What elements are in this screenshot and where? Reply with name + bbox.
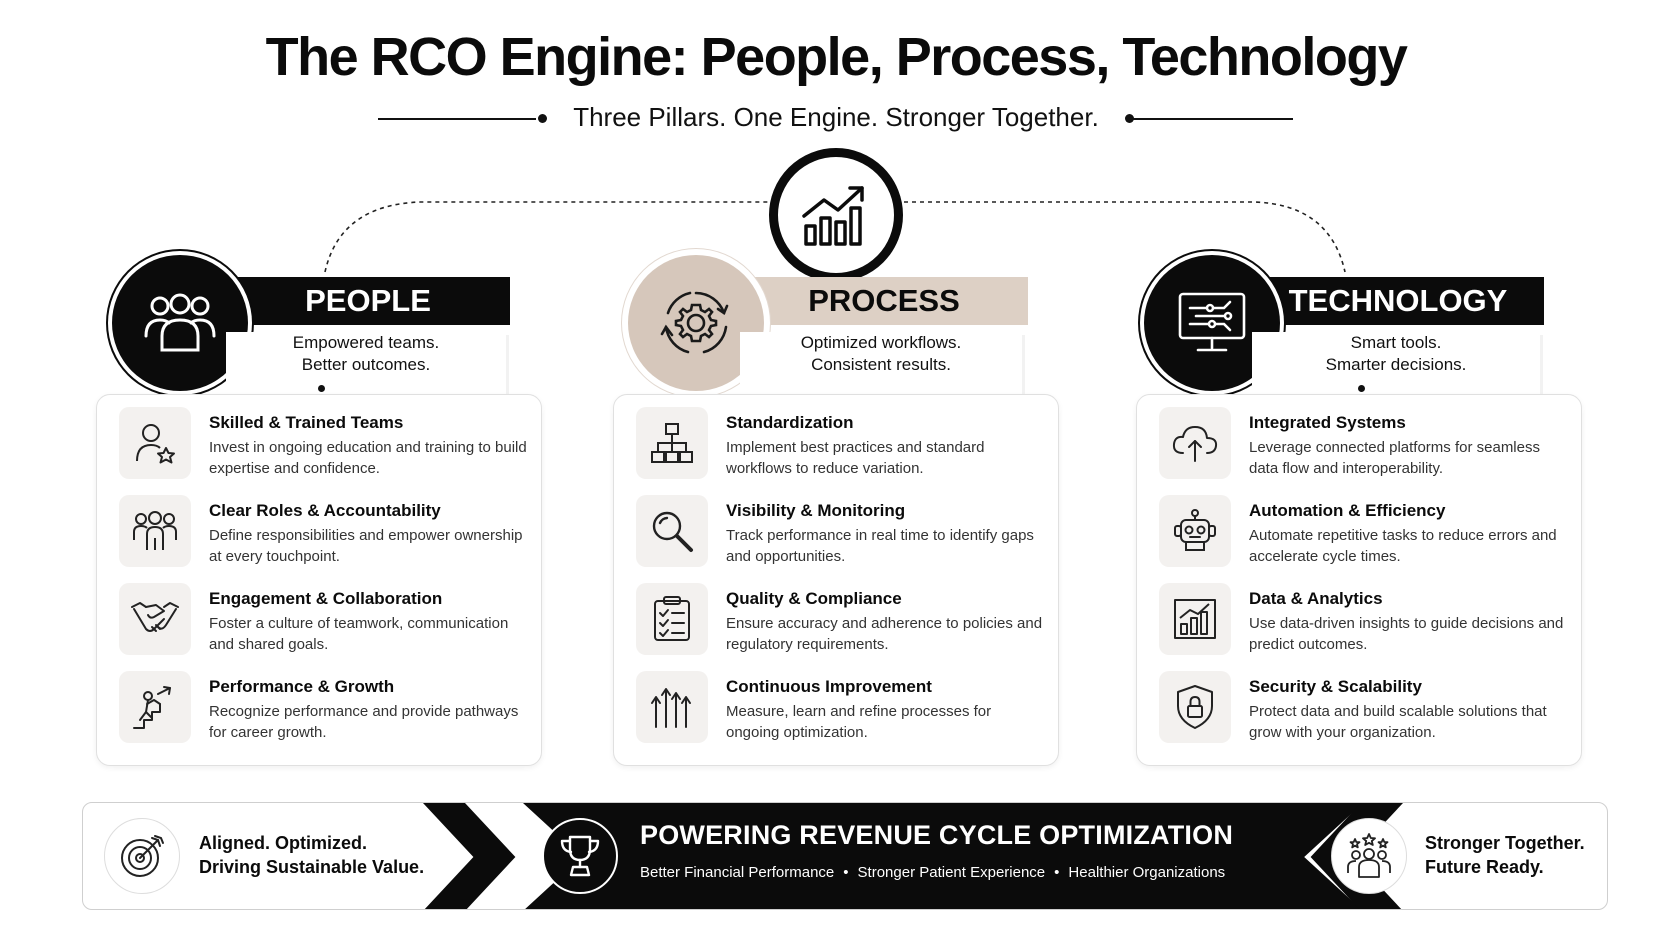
feature-title: Data & Analytics — [1249, 589, 1383, 608]
pillar-tagline-people: Empowered teams. Better outcomes. — [226, 332, 506, 376]
feature-title: Standardization — [726, 413, 854, 432]
feature-title: Skilled & Trained Teams — [209, 413, 404, 432]
subtitle-dot-left — [538, 114, 547, 123]
footer-right-text: Stronger Together. Future Ready. — [1425, 831, 1585, 879]
footer-left-text: Aligned. Optimized. Driving Sustainable … — [199, 831, 424, 879]
bullet-separator: • — [843, 864, 849, 881]
feature-desc: Leverage connected platforms for seamles… — [1249, 439, 1540, 477]
pillar-title-process: PROCESS — [808, 283, 960, 318]
target-icon — [104, 818, 180, 894]
robot-icon — [1159, 495, 1231, 567]
handshake-icon — [119, 583, 191, 655]
feature-desc: Define responsibilities and empower owne… — [209, 527, 523, 565]
tagline-line-2: Smarter decisions. — [1325, 355, 1467, 374]
footer-banner — [82, 802, 1608, 910]
feature-desc: Implement best practices and standard wo… — [726, 439, 985, 477]
stairs-growth-icon — [119, 671, 191, 743]
list-item: Integrated Systems Leverage connected pl… — [1159, 407, 1569, 483]
footer-right-line-2: Future Ready. — [1425, 857, 1544, 877]
pillar-tagline-box-people — [226, 332, 506, 396]
pillar-title-people: PEOPLE — [305, 283, 431, 318]
card-technology: Integrated Systems Leverage connected pl… — [1136, 394, 1582, 766]
list-item: Visibility & Monitoring Track performanc… — [636, 495, 1046, 571]
growth-chart-icon — [769, 148, 903, 282]
footer-center-items: Better Financial Performance • Stronger Pa… — [640, 864, 1225, 881]
feature-title: Quality & Compliance — [726, 589, 902, 608]
list-item: Continuous Improvement Measure, learn an… — [636, 671, 1046, 747]
feature-title: Security & Scalability — [1249, 677, 1422, 696]
pillar-tagline-process: Optimized workflows. Consistent results. — [740, 332, 1022, 376]
list-item: Engagement & Collaboration Foster a cult… — [119, 583, 529, 659]
shield-lock-icon — [1159, 671, 1231, 743]
list-item: Performance & Growth Recognize performan… — [119, 671, 529, 747]
list-item: Quality & Compliance Ensure accuracy and… — [636, 583, 1046, 659]
list-item: Clear Roles & Accountability Define resp… — [119, 495, 529, 571]
footer-item: Stronger Patient Experience — [857, 864, 1046, 881]
feature-title: Integrated Systems — [1249, 413, 1406, 432]
feature-desc: Track performance in real time to identi… — [726, 527, 1034, 565]
card-connector-dot — [1358, 385, 1365, 392]
feature-desc: Protect data and build scalable solution… — [1249, 703, 1547, 741]
footer-left-line-1: Aligned. Optimized. — [199, 833, 368, 853]
feature-desc: Foster a culture of teamwork, communicat… — [209, 615, 509, 653]
team-stars-icon — [1331, 818, 1407, 894]
team-icon — [119, 495, 191, 567]
user-star-icon — [119, 407, 191, 479]
feature-title: Engagement & Collaboration — [209, 589, 443, 608]
magnifier-icon — [636, 495, 708, 567]
bar-chart-icon — [1159, 583, 1231, 655]
feature-title: Performance & Growth — [209, 677, 395, 696]
footer-item: Healthier Organizations — [1068, 864, 1226, 881]
bullet-separator: • — [1054, 864, 1060, 881]
subtitle-row: Three Pillars. One Engine. Stronger Toge… — [0, 100, 1672, 136]
tagline-line-2: Consistent results. — [811, 355, 951, 374]
page-title: The RCO Engine: People, Process, Technol… — [265, 27, 1408, 87]
pillar-banner-technology: TECHNOLOGY — [1252, 277, 1544, 325]
trophy-icon — [542, 818, 618, 894]
card-process: Standardization Implement best practices… — [613, 394, 1059, 766]
list-item: Skilled & Trained Teams Invest in ongoin… — [119, 407, 529, 483]
tagline-line-1: Empowered teams. — [292, 333, 440, 352]
tagline-line-1: Smart tools. — [1350, 333, 1442, 352]
list-item: Data & Analytics Use data-driven insight… — [1159, 583, 1569, 659]
pillar-title-technology: TECHNOLOGY — [1288, 283, 1508, 318]
tagline-line-2: Better outcomes. — [301, 355, 431, 374]
subtitle-rule-right — [1133, 118, 1293, 120]
card-connector-dot — [318, 385, 325, 392]
feature-desc: Ensure accuracy and adherence to policie… — [726, 615, 1043, 653]
up-arrows-icon — [636, 671, 708, 743]
feature-desc: Recognize performance and provide pathwa… — [209, 703, 519, 741]
pillar-tagline-box-process — [740, 332, 1022, 396]
pillar-banner-people: PEOPLE — [226, 277, 510, 325]
list-item: Standardization Implement best practices… — [636, 407, 1046, 483]
feature-desc: Measure, learn and refine processes for … — [726, 703, 992, 741]
feature-desc: Invest in ongoing education and training… — [209, 439, 527, 477]
feature-desc: Automate repetitive tasks to reduce erro… — [1249, 527, 1557, 565]
feature-title: Continuous Improvement — [726, 677, 932, 696]
subtitle-dot-right — [1125, 114, 1134, 123]
footer-item: Better Financial Performance — [640, 864, 835, 881]
footer-left-line-2: Driving Sustainable Value. — [199, 857, 425, 877]
footer-right-line-1: Stronger Together. — [1425, 833, 1585, 853]
tagline-line-1: Optimized workflows. — [800, 333, 962, 352]
list-item: Security & Scalability Protect data and … — [1159, 671, 1569, 747]
list-item: Automation & Efficiency Automate repetit… — [1159, 495, 1569, 571]
people-group-icon — [112, 255, 248, 391]
feature-title: Clear Roles & Accountability — [209, 501, 441, 520]
footer-center-title: POWERING REVENUE CYCLE OPTIMIZATION — [640, 820, 1234, 850]
footer-center-panel — [523, 803, 1363, 909]
feature-desc: Use data-driven insights to guide decisi… — [1249, 615, 1564, 653]
pillar-tagline-technology: Smart tools. Smarter decisions. — [1252, 332, 1540, 376]
checklist-icon — [636, 583, 708, 655]
feature-title: Automation & Efficiency — [1249, 501, 1446, 520]
pillar-tagline-box-technology — [1252, 332, 1540, 396]
cloud-upload-icon — [1159, 407, 1231, 479]
page-subtitle: Three Pillars. One Engine. Stronger Toge… — [573, 102, 1099, 132]
feature-title: Visibility & Monitoring — [726, 501, 906, 520]
pillar-banner-process: PROCESS — [740, 277, 1028, 325]
subtitle-rule-left — [378, 118, 536, 120]
card-people: Skilled & Trained Teams Invest in ongoin… — [96, 394, 542, 766]
hierarchy-icon — [636, 407, 708, 479]
